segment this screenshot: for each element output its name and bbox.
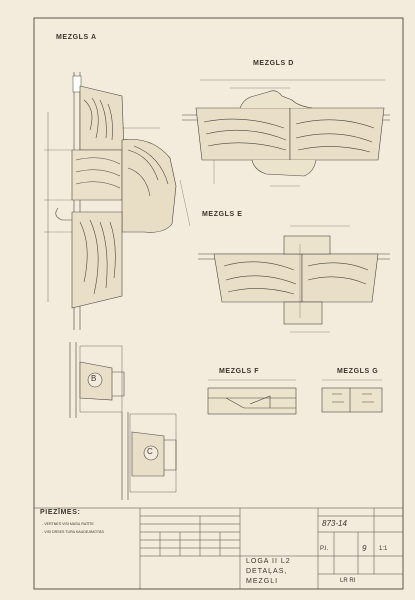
bottom-right-code: LR RI xyxy=(340,578,356,584)
callout-c-label: C xyxy=(147,447,153,456)
sheet-title-line-1: LOGA II L2 xyxy=(246,558,291,565)
detail-d-title: MEZGLS D xyxy=(253,60,294,67)
detail-a-drawing xyxy=(44,72,191,330)
sheet-title-line-2: DETAĻAS, xyxy=(246,568,288,575)
detail-e-title: MEZGLS E xyxy=(202,211,243,218)
detail-g-title: MEZGLS G xyxy=(337,368,379,375)
title-block-lines xyxy=(34,507,403,589)
detail-e-drawing xyxy=(198,225,390,333)
sheet-number: 9 xyxy=(362,544,367,553)
detail-c-drawing xyxy=(121,412,177,500)
sheet-border xyxy=(33,17,404,590)
callout-b-label: B xyxy=(91,374,97,383)
detail-f-drawing xyxy=(207,379,297,415)
detail-g-drawing xyxy=(321,379,383,413)
scale-value: 1:1 xyxy=(379,546,388,552)
notes-heading: PIEZĪMES: xyxy=(40,509,81,516)
detail-f-title: MEZGLS F xyxy=(219,368,260,375)
detail-a-title: MEZGLS A xyxy=(56,34,97,41)
detail-d-drawing xyxy=(182,79,390,187)
detail-b-drawing xyxy=(69,342,125,418)
note-item: - VISI DRSES TURA KAUDEJIMOTĀS xyxy=(42,530,104,534)
note-item: - VERTNES VISI MASU RATĪTE xyxy=(42,522,94,526)
sheet-title-line-3: MEZGLI xyxy=(246,578,279,585)
drawing-number: 873-14 xyxy=(322,519,347,528)
sheet-code: P.I. xyxy=(320,546,329,552)
